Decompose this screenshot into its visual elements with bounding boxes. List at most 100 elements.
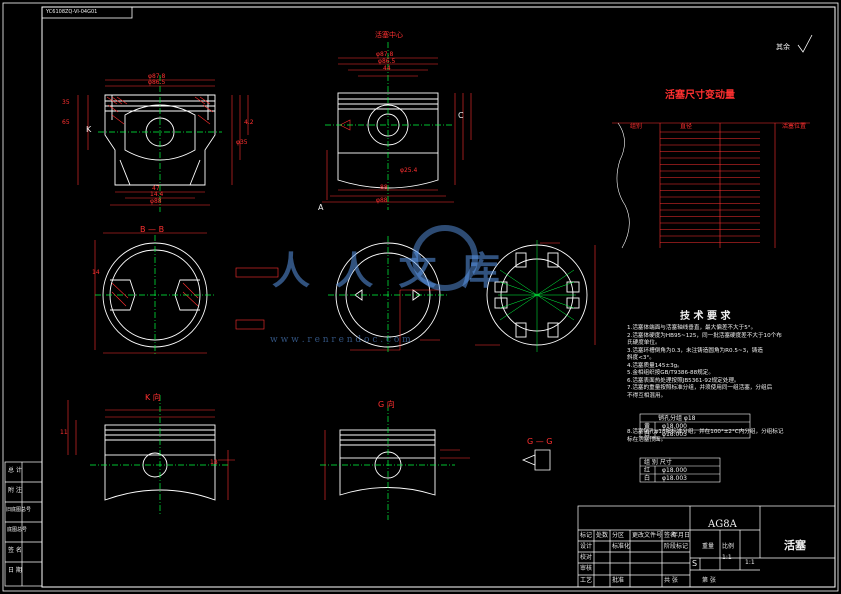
tech-requirement-item: 4.活塞质量145±3g。: [627, 362, 683, 369]
title-block-cell: 批准: [612, 577, 625, 584]
dim-text: 14: [92, 269, 100, 276]
dim-text: 47: [152, 185, 160, 192]
title-block-cell: 重量: [702, 543, 715, 550]
dim-text: φ86.5: [378, 58, 396, 65]
bb-hatch: [111, 282, 199, 307]
sizing-col-header: 直径: [680, 123, 693, 130]
dim-text: φ25.4: [400, 167, 418, 174]
bb-section-title: B — B: [140, 225, 165, 234]
title-block-cell: 更改文件号: [632, 532, 663, 539]
left-strip-label: 日 期: [8, 567, 22, 574]
group-cell: φ18.003: [662, 475, 687, 482]
group-cell: 白: [644, 475, 651, 482]
tech-requirement-item: 不得互相混用。: [627, 392, 667, 399]
tech-requirement-item: 6.活塞表面热处理按照JB5361-92规定处理。: [627, 377, 740, 384]
g-view-centerlines: [320, 405, 455, 520]
gg-section: [521, 449, 551, 471]
piston-hatch: [106, 96, 214, 125]
title-block-cell: 比例: [722, 543, 735, 550]
dim-text: 65: [62, 119, 70, 126]
dim-text: 35: [62, 99, 70, 106]
piston-centerlines: [98, 75, 222, 212]
group-tables-grid: [639, 413, 751, 483]
top-view-label: 活塞中心: [375, 31, 403, 39]
piston-front-view: [337, 92, 439, 189]
title-block-cell: 第 张: [702, 577, 716, 584]
dim-text: φ88: [150, 198, 162, 205]
ring-groove-dim-lines: [475, 242, 596, 346]
title-block-cell: 工艺: [580, 577, 593, 584]
title-block-code: AG8A: [708, 519, 737, 530]
front-view-centerlines: [325, 42, 452, 210]
ring-groove-center-rays: [498, 240, 576, 352]
sizing-table-title: 活塞尺寸变动量: [665, 90, 735, 101]
drawing-frame: [41, 6, 836, 588]
tech-requirement-item: 标在活塞顶面。: [627, 436, 667, 443]
front-view-dimension-lines: [322, 57, 472, 203]
dim-text: φ86.5: [148, 79, 166, 86]
tech-requirement-item: 8.活塞销孔φ18按标准分组，并在100°±2°C内分组，分组标记: [627, 429, 784, 435]
title-block-cell: 共 张: [664, 577, 678, 584]
dim-text: φ87.8: [148, 73, 166, 80]
group-cell: φ18.000: [662, 467, 687, 474]
left-strip-label: 附 注: [8, 487, 22, 494]
title-block-cell: 签名: [664, 532, 677, 539]
group-cell: φ18.003: [662, 431, 687, 438]
dim-text: 4.2: [244, 119, 254, 126]
tech-requirement-item: 5.金相组织按GB/T9386-88规定。: [627, 370, 714, 376]
k-view-dim-lines: [67, 400, 235, 500]
dim-text: φ87.8: [376, 51, 394, 58]
left-strip-label: 旧底图总号: [6, 507, 32, 513]
title-block-cell: 审核: [580, 565, 593, 572]
tech-requirement-item: 1.活塞体端面与活塞轴线垂直，最大偏差不大于5°。: [627, 325, 757, 331]
bb-centerlines: [95, 235, 215, 355]
title-block-cell: 标准化: [612, 543, 631, 550]
top-view-centerlines: [328, 236, 448, 354]
group-cell: 白: [644, 431, 651, 438]
title-block-cell: 1:1: [722, 554, 732, 561]
title-block-cell: 年月日: [672, 532, 691, 539]
watermark-chinese: 人 人 文 库: [272, 248, 506, 293]
tech-requirement-item: 氏硬度单位。: [627, 340, 661, 346]
group-cell: 黄: [644, 423, 651, 430]
title-block-cell: 标记: [580, 532, 593, 539]
tech-requirement-item: 2.活塞体硬度为HB95~125，同一批活塞硬度差不大于10个布: [627, 332, 782, 339]
g-view: [339, 429, 436, 496]
tech-requirement-item: 3.活塞环槽倒角为0.3，未注铸造圆角为R0.5~3，铸造: [627, 347, 763, 354]
sizing-table-grid: [612, 122, 810, 249]
piston-dimension-lines: [77, 79, 249, 206]
group-cell: 红: [644, 467, 651, 474]
title-block-cell: 设计: [580, 543, 593, 550]
sizing-col-header: 活塞位置: [782, 123, 807, 130]
title-block-scale: 1:1: [745, 559, 755, 566]
drawing-number: YC6108ZQ-VI-04G01: [46, 9, 98, 15]
drawing-number-box-frame: [41, 6, 133, 19]
title-block-cell: 处数: [596, 532, 609, 539]
dim-text: 11: [60, 429, 68, 436]
dim-text: φ35: [236, 139, 248, 146]
left-strip: [4, 461, 43, 587]
k-marker: K: [86, 125, 92, 134]
dim-text: 18: [210, 459, 218, 466]
title-block-grid: [577, 505, 836, 588]
sizing-table-rows: [660, 131, 760, 243]
k-view-title: K 向: [145, 393, 161, 402]
title-block-cell: 阶段标记: [664, 543, 689, 550]
a-marker: A: [318, 203, 324, 212]
g-view-title: G 向: [378, 400, 395, 409]
c-marker: C: [458, 111, 464, 120]
gg-section-title: G — G: [527, 437, 553, 446]
group-table-2-header: 组 别 尺寸: [644, 459, 672, 466]
group-table-1-header: 销孔分组 φ18: [658, 415, 696, 422]
group-cell: φ18.000: [662, 423, 687, 430]
watermark-url: w w w . r e n r e n d o c . c o m: [270, 335, 411, 345]
title-block-cell: 分区: [612, 532, 625, 539]
dim-text: 88: [380, 184, 388, 191]
title-block-part-name: 活塞: [784, 539, 806, 552]
k-view-centerlines: [90, 395, 230, 515]
title-block-stage: S: [692, 559, 698, 568]
tech-requirement-item: 斜度<3°。: [627, 355, 655, 361]
roughness-symbol: [797, 34, 813, 53]
